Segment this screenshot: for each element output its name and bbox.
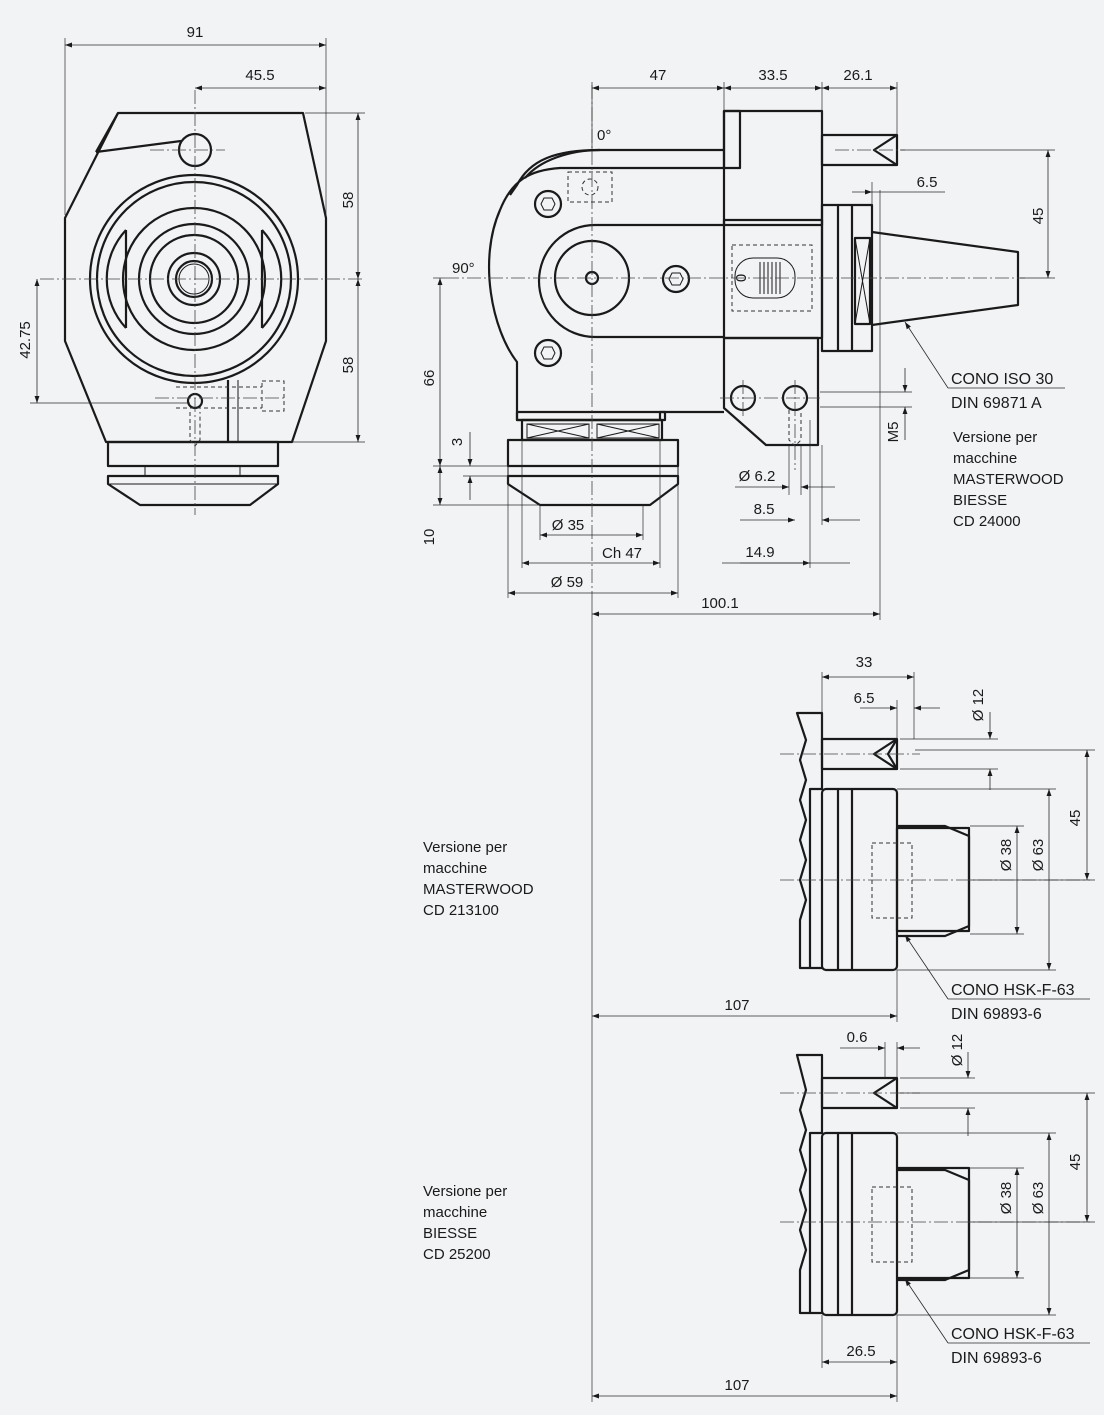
- note-side-line-3: MASTERWOOD: [953, 471, 1064, 488]
- dim-mw-33: 33: [856, 654, 873, 671]
- dim-42-75: 42.75: [17, 321, 34, 359]
- dim-66: 66: [421, 370, 438, 387]
- side-arm-outline: [488, 166, 724, 422]
- dim-45-5: 45.5: [245, 67, 274, 84]
- angle-90: 90°: [452, 260, 475, 277]
- dim-47: 47: [650, 67, 667, 84]
- dim-mw-107: 107: [724, 997, 749, 1014]
- note-bi-line-3: BIESSE: [423, 1225, 477, 1242]
- detail-biesse-dimensions: 0.6 Ø 12 45 Ø 38 Ø 63 26.5 107 CONO HSK-…: [591, 600, 1095, 1402]
- dim-phi59: Ø 59: [551, 574, 584, 591]
- version-note-biesse: Versione per macchine BIESSE CD 25200: [423, 1183, 507, 1263]
- screw-center: [661, 264, 691, 294]
- angle-0: 0°: [597, 127, 611, 144]
- note-side-line-4: BIESSE: [953, 492, 1007, 509]
- dim-ch47: Ch 47: [602, 545, 642, 562]
- dim-m5: M5: [885, 422, 902, 443]
- dim-bi-phi63: Ø 63: [1030, 1182, 1047, 1215]
- dim-45-side: 45: [1030, 208, 1047, 225]
- side-head-body: [537, 223, 724, 339]
- dim-6-5: 6.5: [917, 174, 938, 191]
- detail-masterwood-dimensions: 33 6.5 Ø 12 45 Ø 38 Ø 63 107 CONO HSK-F-…: [592, 654, 1095, 1023]
- side-view: 0 0°: [445, 85, 1025, 600]
- front-flange: [106, 440, 280, 468]
- dim-33-5: 33.5: [758, 67, 787, 84]
- cone-hsk-bi-label: CONO HSK-F-63: [951, 1326, 1075, 1343]
- front-view-dimensions: 91 45.5 58 58 42.75: [17, 24, 365, 443]
- note-bi-line-1: Versione per: [423, 1183, 507, 1200]
- note-side-line-1: Versione per: [953, 429, 1037, 446]
- dim-phi6-2: Ø 6.2: [739, 468, 776, 485]
- dim-100-1: 100.1: [701, 595, 739, 612]
- dim-bi-0-6: 0.6: [847, 1029, 868, 1046]
- note-mw-line-4: CD 213100: [423, 902, 499, 919]
- note-bi-line-4: CD 25200: [423, 1246, 491, 1263]
- dim-mw-phi38: Ø 38: [998, 839, 1015, 872]
- side-flange: [506, 438, 680, 468]
- cone-hsk-bi-din: DIN 69893-6: [951, 1350, 1042, 1367]
- side-nozzle: [506, 474, 680, 507]
- note-mw-line-1: Versione per: [423, 839, 507, 856]
- note-mw-line-2: macchine: [423, 860, 487, 877]
- dim-mw-phi12: Ø 12: [970, 689, 987, 722]
- dim-3: 3: [449, 438, 466, 446]
- front-body-outline: [63, 111, 328, 444]
- front-view: [40, 90, 365, 515]
- cone-iso30-label: CONO ISO 30: [951, 371, 1053, 388]
- version-note-side: Versione per macchine MASTERWOOD BIESSE …: [953, 429, 1064, 530]
- cone-hsk-mw-label: CONO HSK-F-63: [951, 982, 1075, 999]
- version-note-masterwood: Versione per macchine MASTERWOOD CD 2131…: [423, 839, 534, 919]
- dim-bi-phi38: Ø 38: [998, 1182, 1015, 1215]
- side-view-dimensions: 47 33.5 26.1 6.5 45 66 3 10 Ø 35 Ch 47: [421, 67, 1065, 620]
- dim-8-5: 8.5: [754, 501, 775, 518]
- note-mw-line-3: MASTERWOOD: [423, 881, 534, 898]
- dim-26-1: 26.1: [843, 67, 872, 84]
- screw-top: [533, 189, 563, 219]
- detail-biesse: [780, 1053, 1090, 1317]
- note-side-line-2: macchine: [953, 450, 1017, 467]
- dim-mw-45: 45: [1067, 810, 1084, 827]
- note-bi-line-2: macchine: [423, 1204, 487, 1221]
- side-lower-block: [722, 336, 820, 447]
- dim-10: 10: [421, 529, 438, 546]
- dim-phi35: Ø 35: [552, 517, 585, 534]
- dim-mw-phi63: Ø 63: [1030, 839, 1047, 872]
- dim-mw-6-5: 6.5: [854, 690, 875, 707]
- dim-91: 91: [187, 24, 204, 41]
- note-side-line-5: CD 24000: [953, 513, 1021, 530]
- cone-hsk-mw-din: DIN 69893-6: [951, 1006, 1042, 1023]
- dim-bi-26-5: 26.5: [846, 1343, 875, 1360]
- dim-58-top: 58: [340, 192, 357, 209]
- dim-bi-107: 107: [724, 1377, 749, 1394]
- dim-58-bottom: 58: [340, 357, 357, 374]
- front-top-slot: [95, 139, 182, 154]
- iso30-cone: [871, 230, 1020, 327]
- dim-bi-45: 45: [1067, 1154, 1084, 1171]
- dim-14-9: 14.9: [745, 544, 774, 561]
- cone-iso30-din: DIN 69871 A: [951, 395, 1042, 412]
- front-nozzle: [106, 474, 280, 507]
- screw-bottom: [533, 338, 563, 368]
- detail-masterwood: [780, 711, 1090, 972]
- dim-bi-phi12: Ø 12: [949, 1034, 966, 1067]
